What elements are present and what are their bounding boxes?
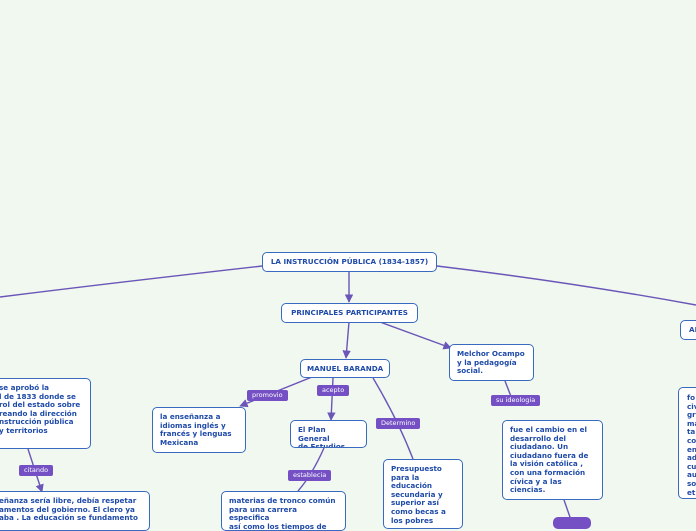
- baranda-node[interactable]: MANUEL BARANDA: [300, 359, 390, 378]
- link-cambio-down: [563, 499, 572, 520]
- right-cut-node[interactable]: AL: [680, 320, 696, 340]
- link-participants-baranda: [342, 321, 351, 359]
- cambio-node[interactable]: fue el cambio en el desarrollo del ciuda…: [502, 420, 603, 500]
- participants-node[interactable]: PRINCIPALES PARTICIPANTES: [281, 303, 418, 323]
- idiomas-node[interactable]: la enseñanza a idiomas inglés y francés …: [152, 407, 246, 453]
- root-node[interactable]: LA INSTRUCCIÓN PÚBLICA (1834-1857): [262, 252, 437, 272]
- link-participants-ocampo: [379, 321, 452, 350]
- presupuesto-node[interactable]: Presupuesto para la educación secundaria…: [383, 459, 463, 529]
- label-determino[interactable]: Determino: [376, 418, 421, 429]
- label-citando[interactable]: citando: [19, 465, 54, 476]
- left-top-node[interactable]: se aprobó la l de 1833 donde se rol del …: [0, 378, 91, 449]
- right-column-node[interactable]: fo civ gr ma ta co en ad cu au so et: [678, 387, 696, 499]
- materias-node[interactable]: materias de tronco común para una carrer…: [221, 491, 346, 531]
- concept-map: LA INSTRUCCIÓN PÚBLICA (1834-1857) PRINC…: [0, 252, 696, 531]
- label-establecia[interactable]: establecia: [288, 470, 332, 481]
- bottom-cut-node[interactable]: [553, 517, 591, 529]
- label-ideologia[interactable]: su ideologia: [491, 395, 541, 406]
- label-promovio[interactable]: promovio: [247, 390, 288, 401]
- ocampo-node[interactable]: Melchor Ocampo y la pedagogía social.: [449, 344, 534, 381]
- link-root-right: [436, 265, 696, 306]
- label-acepto[interactable]: acepto: [317, 385, 350, 396]
- plan-node[interactable]: El Plan General de Estudios: [290, 420, 367, 448]
- link-root-left: [0, 265, 263, 298]
- left-bottom-node[interactable]: eñanza sería libre, debía respetar ament…: [0, 491, 150, 531]
